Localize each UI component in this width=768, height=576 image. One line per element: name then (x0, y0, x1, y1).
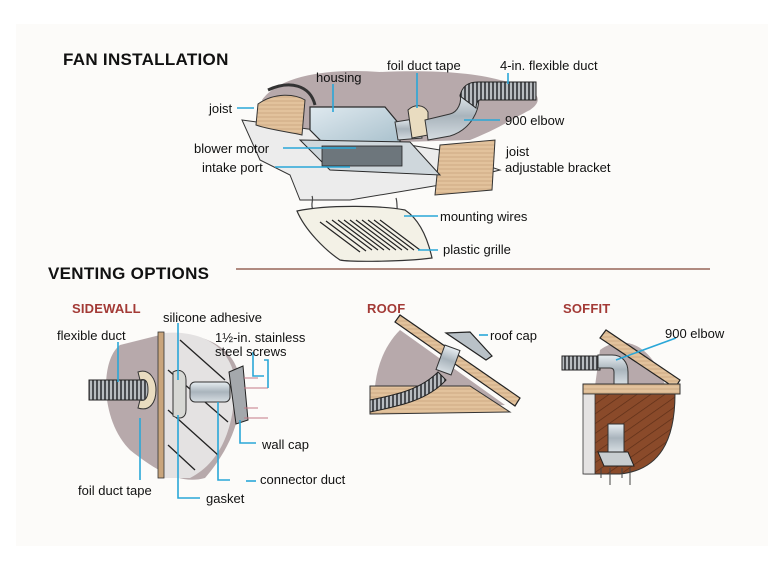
label-roof-cap: roof cap (490, 328, 537, 343)
grille-slats (319, 219, 421, 253)
soffit-leader-lines (615, 337, 677, 361)
label-joist-bracket-line1: joist (506, 144, 530, 159)
label-mounting-wires: mounting wires (440, 209, 528, 224)
roof-vent-pipe (435, 344, 461, 376)
label-housing: housing (316, 70, 362, 85)
label-sidewall-foil-duct-tape: foil duct tape (78, 483, 152, 498)
fan-installation-illustration (241, 70, 538, 262)
label-blower-motor: blower motor (194, 141, 270, 156)
label-connector-duct: connector duct (260, 472, 346, 487)
soffit-flexible-duct (561, 355, 601, 371)
roof-cap (444, 331, 493, 361)
fan-housing (309, 106, 401, 146)
sidewall-flexible-duct (88, 379, 152, 401)
joist-left (255, 94, 306, 136)
screws (244, 377, 268, 419)
label-sidewall-flexible-duct: flexible duct (57, 328, 126, 343)
roof-illustration (369, 314, 521, 415)
power-cable (267, 83, 317, 106)
fan-installation-heading: FAN INSTALLATION (63, 50, 229, 69)
label-intake-port: intake port (202, 160, 263, 175)
label-soffit-elbow: 900 elbow (665, 326, 725, 341)
label-screws-line2: steel screws (215, 344, 287, 359)
label-joist: joist (209, 101, 233, 116)
label-screws-line1: 1½-in. stainless (215, 330, 306, 345)
sidewall-leader-lines (117, 323, 269, 499)
label-silicone-adhesive: silicone adhesive (163, 310, 263, 325)
label-flexible-duct: 4-in. flexible duct (500, 58, 598, 73)
label-plastic-grille: plastic grille (443, 242, 511, 257)
gasket (172, 369, 187, 419)
plastic-grille (296, 205, 433, 262)
label-wall-cap: wall cap (262, 437, 309, 452)
blower-motor-grid (321, 145, 403, 167)
wall-sheathing (157, 331, 165, 479)
roof-heading: ROOF (367, 301, 406, 316)
soffit-plate (582, 383, 681, 395)
label-gasket: gasket (206, 491, 245, 506)
sidewall-foil-tape (137, 370, 157, 410)
wall-cap (228, 365, 249, 425)
fan-leader-lines (237, 73, 509, 251)
flexible-duct (459, 81, 537, 109)
label-elbow: 900 elbow (505, 113, 565, 128)
label-joist-bracket-line2: adjustable bracket (505, 160, 611, 175)
soffit-vent-pipe (607, 423, 625, 453)
venting-options-heading: VENTING OPTIONS (48, 264, 210, 283)
soffit-siding (582, 393, 596, 475)
soffit-heading: SOFFIT (563, 301, 611, 316)
roof-rafter (394, 314, 521, 407)
soffit-elbow (597, 354, 629, 385)
soffit-illustration (561, 329, 681, 485)
roof-flexible-duct (369, 371, 447, 413)
soffit-screws (600, 468, 631, 485)
soffit-rafter (599, 329, 681, 389)
soffit-vent-cap (597, 451, 635, 467)
section-divider (236, 268, 710, 270)
sidewall-heading: SIDEWALL (72, 301, 141, 316)
connector-duct (189, 381, 231, 403)
label-foil-duct-tape: foil duct tape (387, 58, 461, 73)
joist-right (434, 139, 496, 196)
soffit-attic-shape (595, 342, 665, 386)
